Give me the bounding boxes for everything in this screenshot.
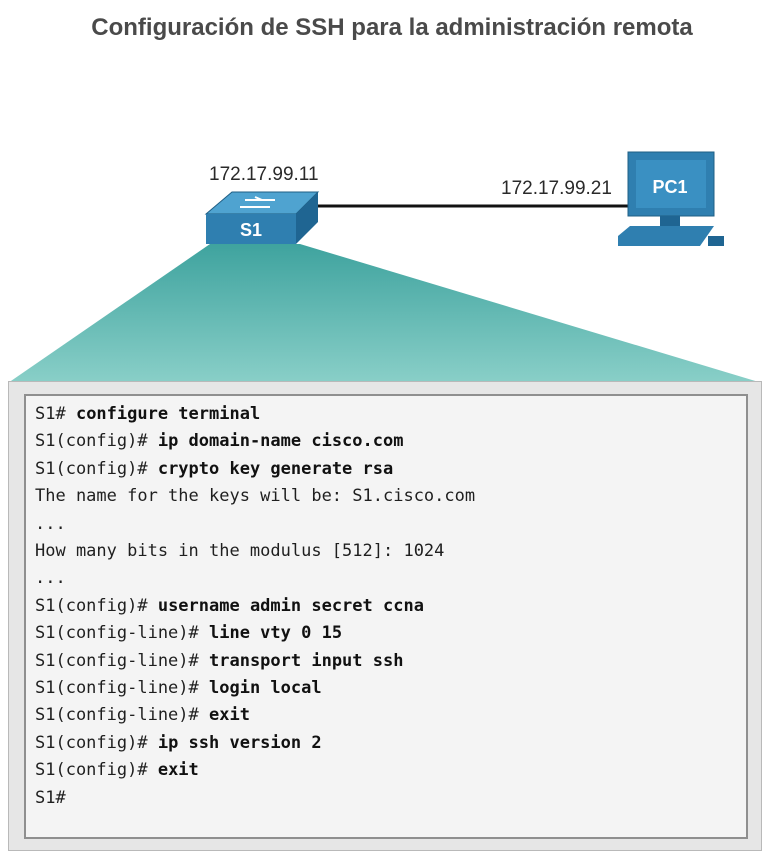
terminal-command: exit [209, 705, 250, 726]
terminal-line: S1(config-line)# line vty 0 15 [35, 623, 342, 643]
terminal-prompt: How many bits in the modulus [512]: 1024 [35, 541, 445, 561]
terminal-line: S1(config)# crypto key generate rsa [35, 459, 393, 479]
page-title: Configuración de SSH para la administrac… [91, 14, 693, 41]
terminal-command: transport input ssh [209, 650, 404, 671]
terminal-line: S1(config)# ip ssh version 2 [35, 733, 322, 753]
terminal-prompt: S1(config)# [35, 431, 158, 452]
terminal-prompt: S1(config-line)# [35, 623, 209, 644]
terminal-line: S1# [35, 788, 66, 808]
terminal-line: S1(config)# ip domain-name cisco.com [35, 431, 403, 451]
terminal-prompt: S1(config-line)# [35, 678, 209, 698]
terminal-command: line vty 0 15 [209, 623, 343, 644]
terminal-line: S1(config-line)# transport input ssh [35, 651, 403, 671]
terminal-prompt: The name for the keys will be: S1.cisco.… [35, 486, 476, 507]
terminal-prompt: S1(config)# [35, 732, 158, 753]
terminal-line: How many bits in the modulus [512]: 1024 [35, 541, 444, 561]
terminal-command: login local [209, 678, 322, 698]
pc-ip-label: 172.17.99.21 [501, 178, 612, 199]
terminal-line: The name for the keys will be: S1.cisco.… [35, 486, 475, 506]
terminal-prompt: ... [35, 513, 66, 534]
terminal-prompt: S1(config)# [35, 595, 158, 616]
terminal-prompt: S1# [35, 404, 76, 424]
terminal-command: username admin secret ccna [157, 595, 424, 616]
terminal-prompt: S1# [35, 787, 66, 808]
terminal-prompt: ... [35, 568, 66, 589]
terminal-line: ... [35, 568, 66, 588]
pc-icon[interactable]: PC1 [618, 151, 724, 246]
topology-diagram: S1 PC1 [8, 151, 762, 383]
terminal-line: S1(config-line)# login local [35, 678, 322, 698]
zoom-wedge [8, 244, 762, 383]
terminal-command: configure terminal [75, 404, 261, 424]
switch-ip-label: 172.17.99.11 [209, 164, 319, 185]
switch-icon[interactable]: S1 [204, 191, 320, 244]
terminal-prompt: S1(config-line)# [35, 650, 209, 671]
terminal-line: S1(config-line)# exit [35, 705, 250, 725]
terminal-line: S1(config)# username admin secret ccna [35, 596, 424, 616]
terminal-prompt: S1(config)# [35, 458, 158, 479]
terminal-command: crypto key generate rsa [157, 458, 394, 479]
terminal-command: exit [157, 760, 199, 781]
terminal-command: ip ssh version 2 [157, 732, 322, 753]
switch-label: S1 [240, 220, 262, 240]
terminal-line: S1(config)# exit [35, 760, 199, 780]
terminal-command: ip domain-name cisco.com [157, 431, 404, 452]
terminal-line: S1# configure terminal [35, 404, 260, 424]
pc-label: PC1 [652, 177, 687, 197]
terminal-prompt: S1(config)# [35, 760, 158, 781]
terminal-prompt: S1(config-line)# [35, 705, 209, 726]
terminal-line: ... [35, 514, 66, 534]
